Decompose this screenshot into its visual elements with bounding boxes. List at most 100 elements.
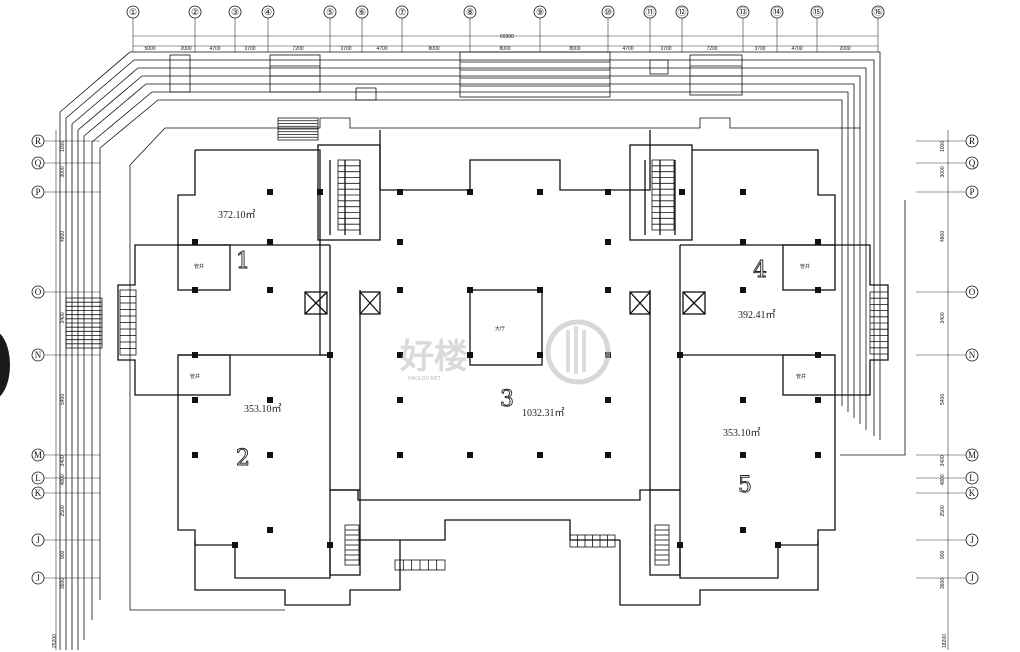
unit-5-number: 5 bbox=[738, 473, 752, 498]
axis-label: ③ bbox=[231, 7, 239, 17]
dimension-label: 5400 bbox=[940, 394, 946, 405]
structural-column bbox=[267, 452, 273, 458]
unit-3-number: 3 bbox=[500, 387, 514, 412]
dimension-label: 7200 bbox=[706, 46, 717, 52]
unit-2-area: 353.10㎡ bbox=[244, 403, 282, 415]
structural-column bbox=[267, 239, 273, 245]
structural-column bbox=[467, 287, 473, 293]
structural-column bbox=[537, 452, 543, 458]
structural-column bbox=[740, 287, 746, 293]
dimension-label: 3700 bbox=[244, 46, 255, 52]
axis-label: ⑯ bbox=[873, 7, 882, 17]
structural-column bbox=[467, 452, 473, 458]
structural-column bbox=[605, 239, 611, 245]
structural-column bbox=[677, 542, 683, 548]
axis-label: L bbox=[35, 473, 41, 483]
dimension-label: 3600 bbox=[940, 578, 946, 589]
axis-label: K bbox=[35, 488, 42, 498]
axis-label: ⑮ bbox=[812, 7, 821, 17]
axis-label: O bbox=[35, 287, 42, 297]
overall-dimension: 69300 bbox=[500, 34, 514, 40]
axis-label: J bbox=[970, 535, 974, 545]
structural-column bbox=[192, 239, 198, 245]
axis-label: R bbox=[969, 136, 975, 146]
axis-label: L bbox=[969, 473, 975, 483]
dimension-label: 3300 bbox=[944, 0, 955, 2]
building-walls bbox=[117, 130, 889, 606]
structural-column bbox=[467, 352, 473, 358]
unit-2-room: 管井 bbox=[190, 373, 200, 380]
structural-column bbox=[605, 287, 611, 293]
structural-column bbox=[740, 527, 746, 533]
structural-column bbox=[815, 397, 821, 403]
outer-boundary bbox=[59, 51, 906, 650]
dimension-label: 2500 bbox=[60, 505, 66, 516]
structural-column bbox=[267, 527, 273, 533]
dimension-label: 8000 bbox=[569, 46, 580, 52]
top-facade bbox=[169, 51, 743, 101]
axis-label: Q bbox=[35, 158, 42, 168]
dimension-label: 3400 bbox=[940, 312, 946, 323]
unit-5-room: 管井 bbox=[796, 373, 806, 380]
axis-label: P bbox=[35, 187, 40, 197]
dimension-label: 5400 bbox=[60, 394, 66, 405]
dimension-label: 3400 bbox=[940, 455, 946, 466]
dimension-label: 2000 bbox=[839, 46, 850, 52]
axis-label: ⑨ bbox=[536, 7, 544, 17]
structural-column bbox=[815, 239, 821, 245]
watermark-text: 好楼 bbox=[399, 337, 468, 377]
axis-label: ⑪ bbox=[645, 7, 654, 17]
bottom-right-total: 18200 bbox=[942, 634, 948, 648]
axis-label: K bbox=[969, 488, 976, 498]
structural-column bbox=[232, 542, 238, 548]
structural-column bbox=[775, 542, 781, 548]
dimension-label: 4700 bbox=[376, 46, 387, 52]
structural-column bbox=[537, 352, 543, 358]
unit-3-area: 1032.31㎡ bbox=[522, 407, 565, 419]
dimension-label: 3400 bbox=[60, 312, 66, 323]
unit-5-area: 353.10㎡ bbox=[723, 427, 761, 439]
bottom-left-total: 25200 bbox=[52, 634, 58, 648]
structural-column bbox=[740, 452, 746, 458]
unit-4-number: 4 bbox=[753, 258, 767, 283]
side-nav-button[interactable] bbox=[0, 330, 10, 400]
axis-label: ⑫ bbox=[677, 7, 686, 17]
structural-column bbox=[605, 452, 611, 458]
structural-column bbox=[267, 287, 273, 293]
axis-label: M bbox=[34, 450, 42, 460]
dimension-label: 900 bbox=[940, 550, 946, 559]
unit-1-area: 372.10㎡ bbox=[218, 209, 256, 221]
axis-label: ① bbox=[129, 7, 137, 17]
structural-column bbox=[397, 452, 403, 458]
unit-1-number: 1 bbox=[236, 249, 250, 274]
structural-column bbox=[397, 239, 403, 245]
axis-label: R bbox=[35, 136, 41, 146]
dimension-label: 8000 bbox=[428, 46, 439, 52]
axis-label: ④ bbox=[264, 7, 272, 17]
structural-column bbox=[740, 239, 746, 245]
structural-column bbox=[815, 452, 821, 458]
unit-2-number: 2 bbox=[236, 446, 250, 471]
axis-label: M bbox=[968, 450, 976, 460]
axis-label: P bbox=[969, 187, 974, 197]
axis-label: ⑥ bbox=[358, 7, 366, 17]
structural-column bbox=[397, 397, 403, 403]
dimension-label: 4800 bbox=[60, 231, 66, 242]
watermark: 好楼 HAOLOU.NET bbox=[399, 319, 611, 385]
structural-column bbox=[267, 189, 273, 195]
dimension-label: 4700 bbox=[622, 46, 633, 52]
dimension-label: 3000 bbox=[940, 166, 946, 177]
dimension-label: 4700 bbox=[209, 46, 220, 52]
axis-label: ⑩ bbox=[604, 7, 612, 17]
dimension-label: 3700 bbox=[340, 46, 351, 52]
dimension-label: 1000 bbox=[940, 141, 946, 152]
unit-labels: 372.10㎡ 1 管井 353.10㎡ 2 管井 1032.31㎡ 3 大厅 … bbox=[190, 209, 810, 498]
structural-column bbox=[815, 287, 821, 293]
structural-column bbox=[397, 287, 403, 293]
structural-column bbox=[537, 189, 543, 195]
structural-column bbox=[679, 189, 685, 195]
structural-column bbox=[397, 352, 403, 358]
structural-column bbox=[327, 352, 333, 358]
